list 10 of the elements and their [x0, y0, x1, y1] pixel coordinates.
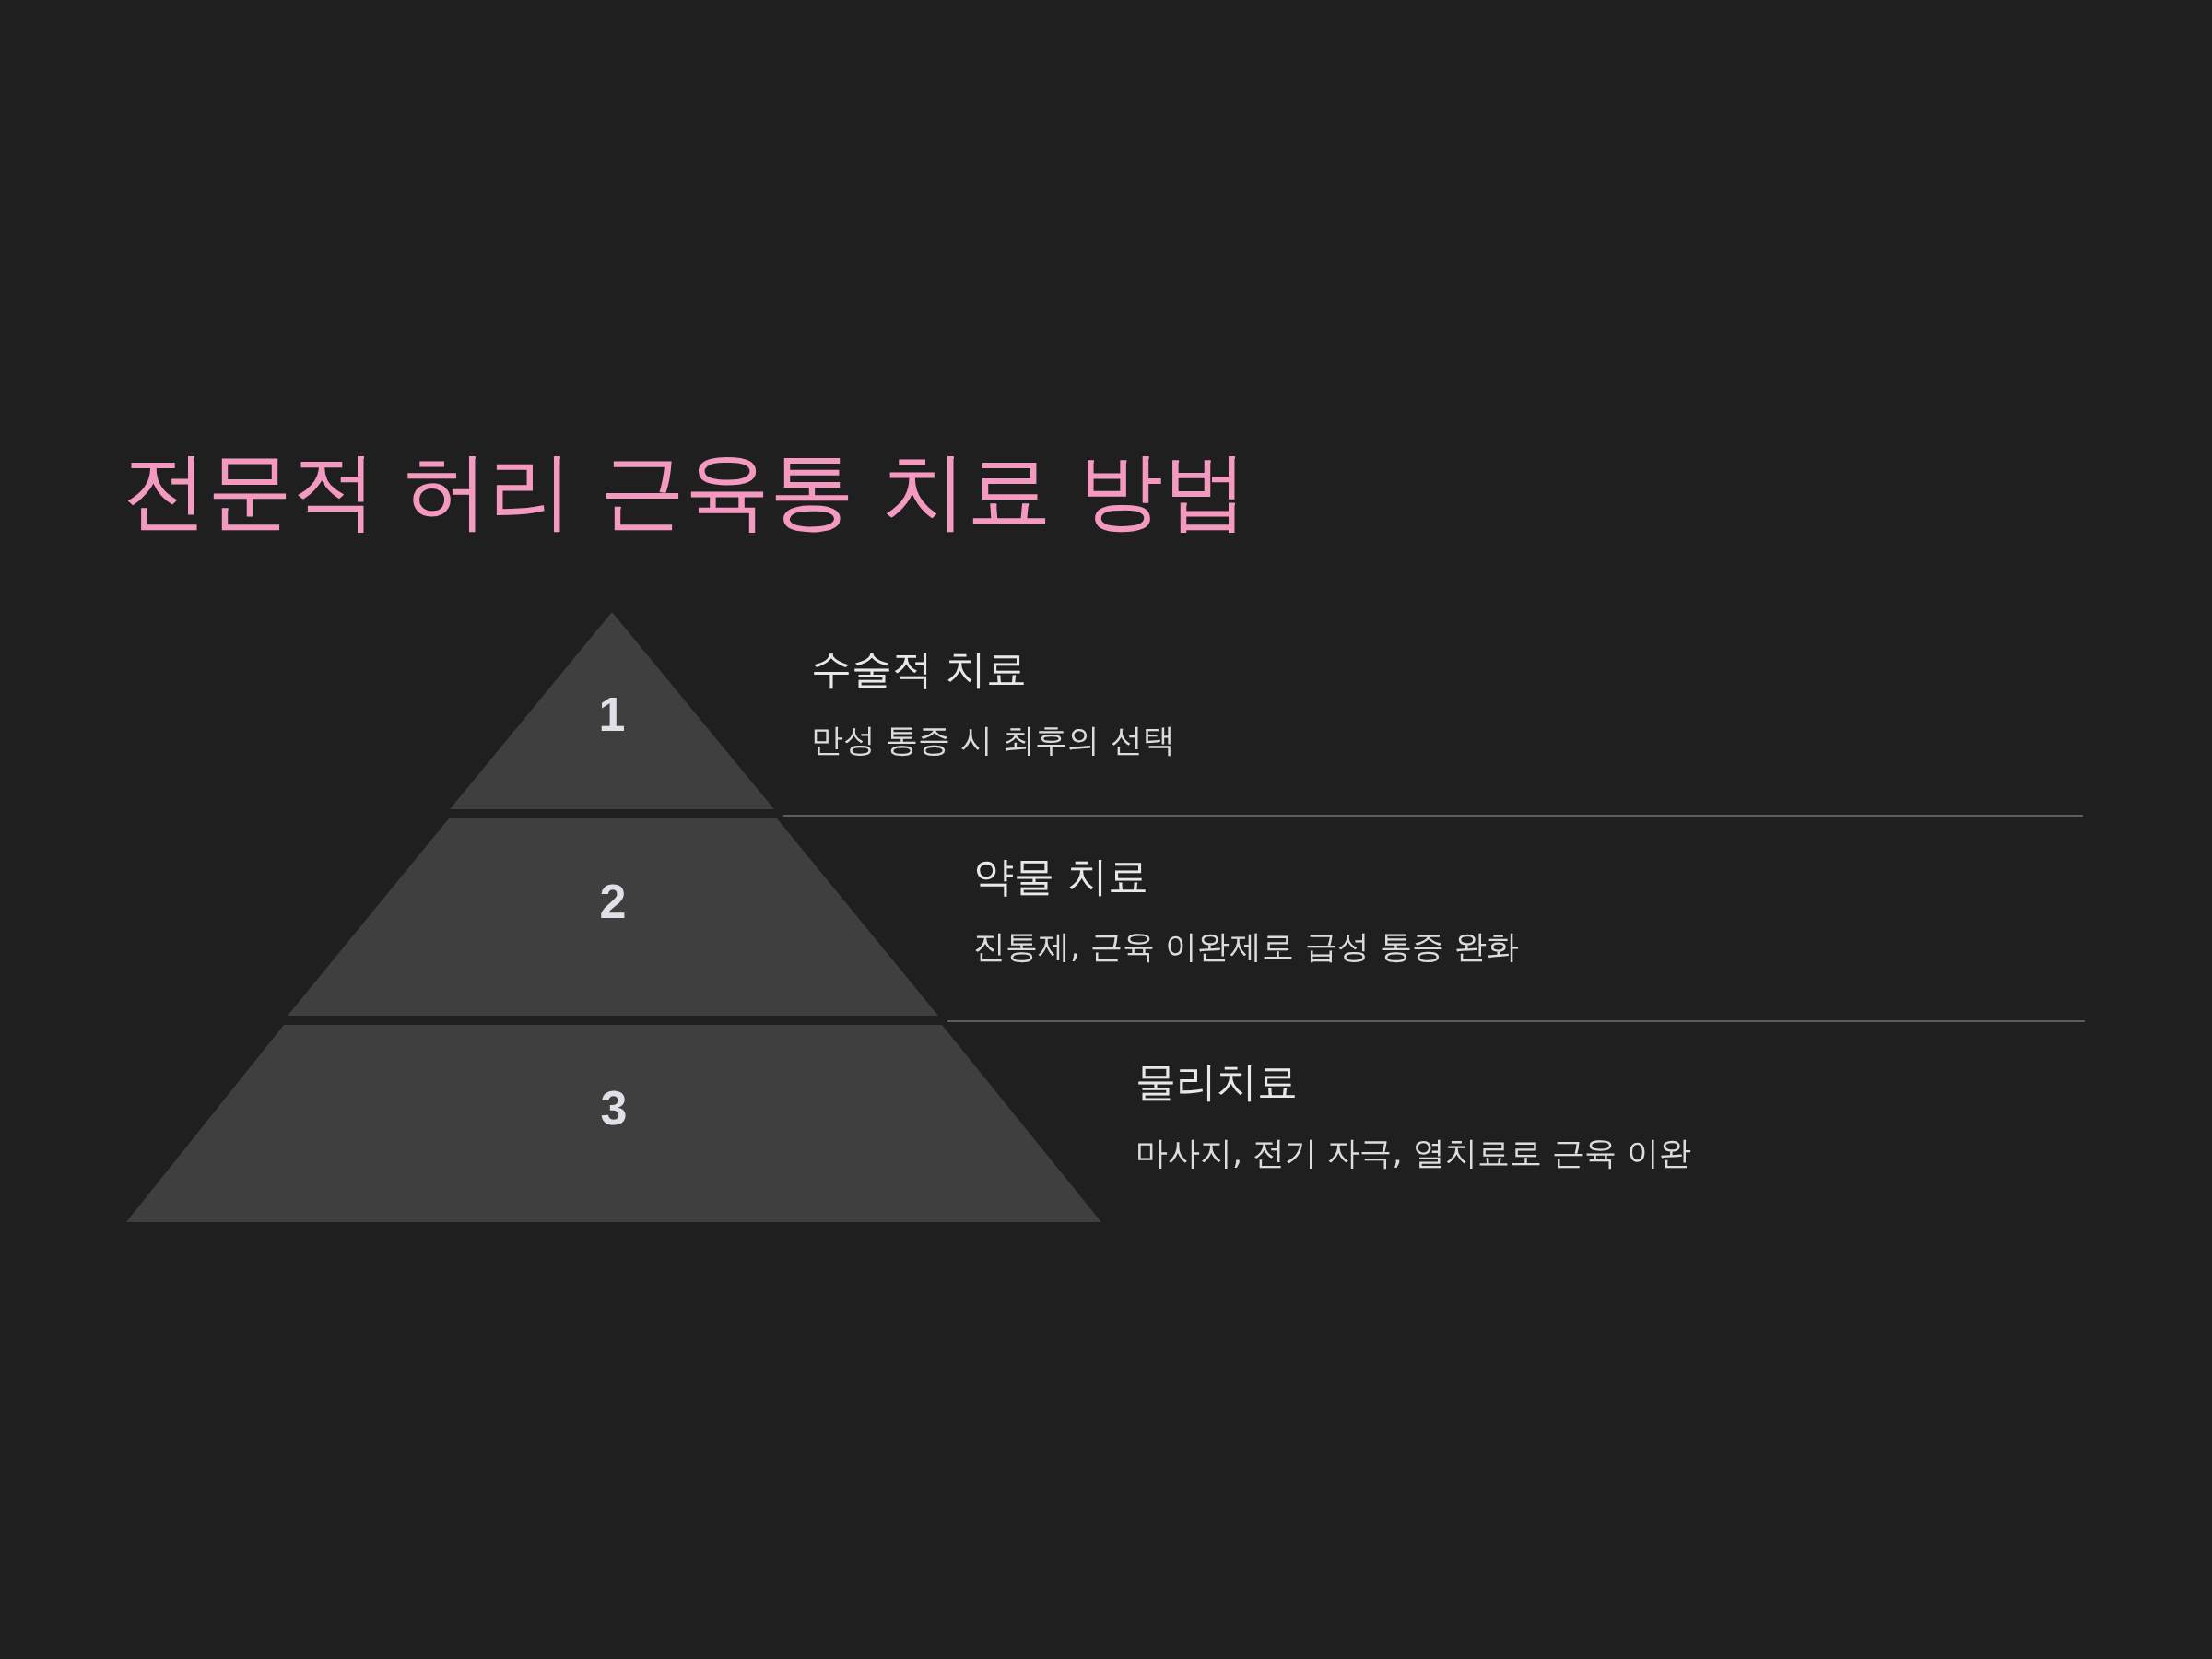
tier-heading: 약물 치료: [973, 853, 1148, 901]
tier-heading: 수술적 치료: [811, 645, 1027, 694]
tier-number: 1: [598, 690, 626, 739]
tier-description: 마사지, 전기 자극, 열치료로 근육 이완: [1135, 1134, 1691, 1172]
tier-number: 2: [599, 877, 627, 925]
tier-description: 만성 통증 시 최후의 선택: [811, 721, 1175, 759]
tier-heading: 물리치료: [1135, 1058, 1298, 1107]
tier-number: 3: [600, 1083, 628, 1132]
tier-description: 진통제, 근육 이완제로 급성 통증 완화: [973, 927, 1519, 966]
title: 전문적 허리 근육통 치료 방법: [123, 441, 1248, 542]
